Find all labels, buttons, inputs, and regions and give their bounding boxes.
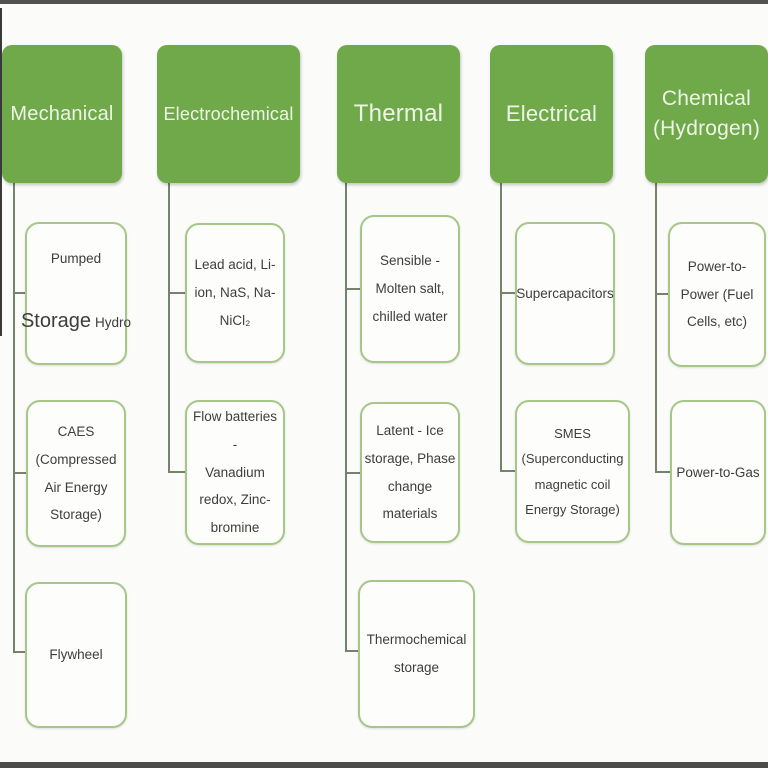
connector-line [13,292,25,294]
connector-line [13,472,26,474]
node-power-to-power: Power-to- Power (Fuel Cells, etc) [668,222,766,367]
connector-line [345,650,358,652]
category-header-mechanical: Mechanical [2,45,122,183]
connector-line [345,472,360,474]
top-border-bar [0,0,768,4]
connector-line [655,183,657,473]
node-thermochemical-storage: Thermochemical storage [358,580,475,728]
connector-line [13,183,15,652]
left-edge-line [0,8,2,336]
category-header-thermal: Thermal [337,45,460,183]
category-header-electrochemical: Electrochemical [157,45,300,183]
connector-line [168,471,185,473]
category-header-chemical-hydrogen: Chemical (Hydrogen) [645,45,768,183]
category-header-electrical: Electrical [490,45,613,183]
node-smes: SMES (Superconducting magnetic coil Ener… [515,400,630,543]
connector-line [500,183,502,472]
node-flow-batteries: Flow batteries - Vanadium redox, Zinc- b… [185,400,285,545]
connector-line [345,183,347,651]
node-lead-acid-liion-nas-nanicl2: Lead acid, Li- ion, NaS, Na- NiCl₂ [185,223,285,363]
node-flywheel: Flywheel [25,582,127,728]
connector-line [168,292,185,294]
node-power-to-gas: Power-to-Gas [670,400,766,545]
connector-line [168,183,170,473]
connector-line [655,293,668,295]
connector-line [655,471,670,473]
connector-line [345,288,360,290]
bottom-border-bar [0,762,768,768]
connector-line [500,470,515,472]
node-supercapacitors: Supercapacitors [515,222,615,365]
connector-line [13,651,25,653]
node-sensible-thermal: Sensible - Molten salt, chilled water [360,215,460,363]
connector-line [500,292,515,294]
node-latent-thermal: Latent - Ice storage, Phase change mater… [360,402,460,543]
node-caes: CAES (Compressed Air Energy Storage) [26,400,126,547]
